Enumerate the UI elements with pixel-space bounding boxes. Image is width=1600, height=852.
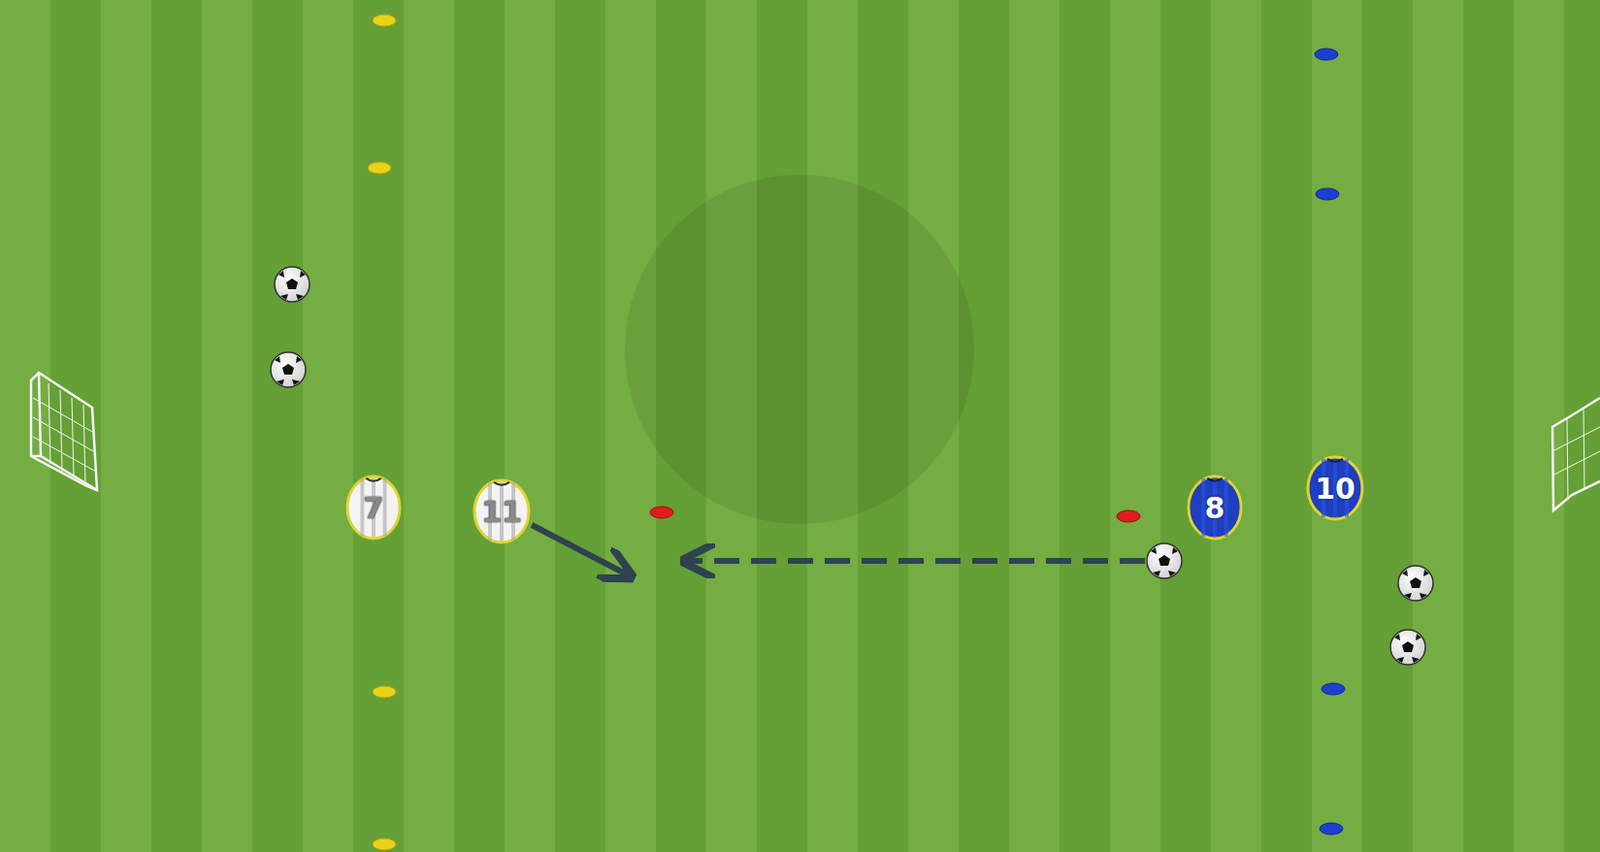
red-cones bbox=[650, 506, 1141, 523]
run-arrow bbox=[531, 524, 629, 576]
blue-cones bbox=[1314, 48, 1345, 835]
balls bbox=[270, 266, 1434, 665]
goal-right bbox=[1552, 397, 1600, 511]
pass-arrow bbox=[686, 557, 1145, 564]
player-token: 10 bbox=[1306, 455, 1365, 522]
player-token: 8 bbox=[1186, 474, 1243, 541]
player-number: 7 bbox=[345, 474, 402, 541]
player-token: 11 bbox=[472, 478, 531, 545]
player-number: 10 bbox=[1306, 455, 1365, 522]
yellow-cones bbox=[367, 14, 396, 850]
pitch-shade bbox=[624, 174, 975, 524]
player-token: 7 bbox=[345, 474, 402, 541]
player-number: 11 bbox=[472, 478, 531, 545]
goal-left bbox=[31, 372, 98, 490]
player-number: 8 bbox=[1186, 474, 1243, 541]
